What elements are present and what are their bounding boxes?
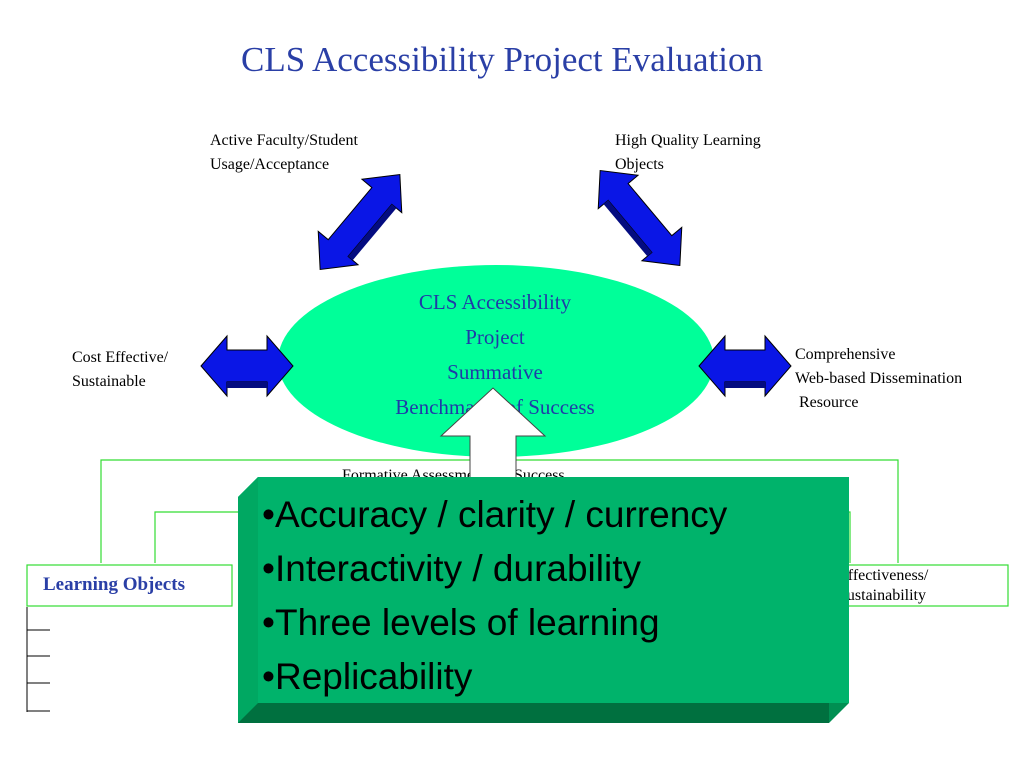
effectiveness-label: Effectiveness/ Sustainability	[838, 566, 928, 606]
bullet-icon: •	[262, 494, 275, 535]
popup-bullet-list: •Accuracy / clarity / currency •Interact…	[262, 488, 727, 704]
arrow-top-left	[317, 173, 403, 271]
popup-item-text: Replicability	[274, 656, 473, 697]
popup-item: •Replicability	[262, 650, 727, 704]
bullet-icon: •	[262, 548, 275, 589]
popup-item-text: Three levels of learning	[274, 602, 660, 643]
ellipse-line-2: Project	[465, 325, 525, 349]
slide-title: CLS Accessibility Project Evaluation	[240, 40, 763, 79]
bullet-icon: •	[262, 656, 275, 697]
outcome-left-line2: Sustainable	[72, 373, 146, 390]
outcome-top-left: Active Faculty/Student Usage/Acceptance	[210, 129, 358, 177]
outcome-top-right-line1: High Quality Learning	[615, 132, 761, 149]
learning-objects-label: Learning Objects	[43, 574, 185, 595]
outcome-right-line1: Comprehensive	[795, 346, 896, 363]
outcome-right: Comprehensive Web-based Dissemination Re…	[795, 343, 962, 415]
popup-front-face	[258, 477, 849, 703]
popup-item: •Interactivity / durability	[262, 542, 727, 596]
outcome-left: Cost Effective/ Sustainable	[72, 346, 168, 394]
popup-bottom-face	[238, 703, 829, 723]
arrow-right	[698, 334, 792, 398]
arrow-top-right	[597, 169, 683, 267]
summative-ellipse	[278, 265, 714, 457]
learning-objects-box	[26, 564, 233, 607]
learning-objects-subtree	[26, 607, 50, 712]
arrow-left	[200, 334, 294, 398]
popup-left-face	[238, 477, 258, 723]
bullet-icon: •	[262, 602, 275, 643]
up-arrow-icon	[439, 387, 547, 491]
outcome-top-left-line1: Active Faculty/Student	[210, 132, 358, 149]
popup-item-text: Interactivity / durability	[274, 548, 641, 589]
popup-item: •Accuracy / clarity / currency	[262, 488, 727, 542]
effectiveness-line-2: Sustainability	[838, 587, 926, 604]
ellipse-line-3: Summative	[447, 360, 543, 384]
outcome-top-right-line2: Objects	[615, 156, 664, 173]
outcome-top-right: High Quality Learning Objects	[615, 129, 761, 177]
effectiveness-line-1: Effectiveness/	[838, 567, 929, 584]
outcome-right-line3: Resource	[795, 394, 859, 411]
outcome-top-left-line2: Usage/Acceptance	[210, 156, 330, 173]
outcome-right-line2: Web-based Dissemination	[795, 370, 963, 387]
popup-item: •Three levels of learning	[262, 596, 727, 650]
inner-connector-left	[154, 511, 240, 563]
outcome-left-line1: Cost Effective/	[72, 349, 169, 366]
ellipse-line-1: CLS Accessibility	[418, 290, 572, 314]
popup-item-text: Accuracy / clarity / currency	[274, 494, 728, 535]
